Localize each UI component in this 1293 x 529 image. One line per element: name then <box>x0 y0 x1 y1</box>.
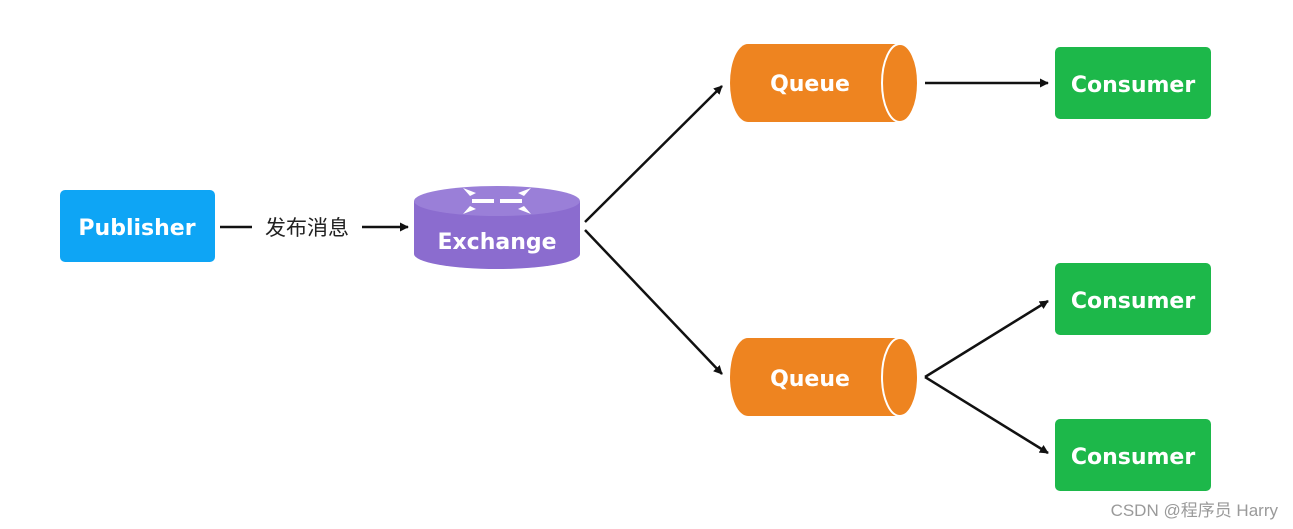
queue-node-1: Queue <box>730 43 919 123</box>
exchange-label: Exchange <box>437 230 556 255</box>
exchange-node: Exchange <box>414 186 580 269</box>
consumer-1-label: Consumer <box>1071 73 1196 98</box>
queue-node-2: Queue <box>730 337 919 417</box>
consumer-node-1: Consumer <box>1055 47 1211 119</box>
publisher-label: Publisher <box>78 216 195 241</box>
queue-2-to-consumer-3-edge <box>924 375 1049 455</box>
router-arrows-icon <box>463 188 531 214</box>
consumer-3-label: Consumer <box>1071 445 1196 470</box>
consumer-2-label: Consumer <box>1071 289 1196 314</box>
exchange-to-queue-2-edge <box>584 229 723 375</box>
queue-2-label: Queue <box>770 367 850 392</box>
publish-edge-label: 发布消息 <box>265 216 349 240</box>
publisher-node: Publisher <box>60 190 215 262</box>
exchange-to-queue-1-edge <box>584 85 723 223</box>
queue-2-to-consumer-2-edge <box>924 299 1049 379</box>
consumer-node-3: Consumer <box>1055 419 1211 491</box>
queue-1-label: Queue <box>770 72 850 97</box>
watermark-text: CSDN @程序员 Harry <box>1111 501 1279 520</box>
consumer-node-2: Consumer <box>1055 263 1211 335</box>
